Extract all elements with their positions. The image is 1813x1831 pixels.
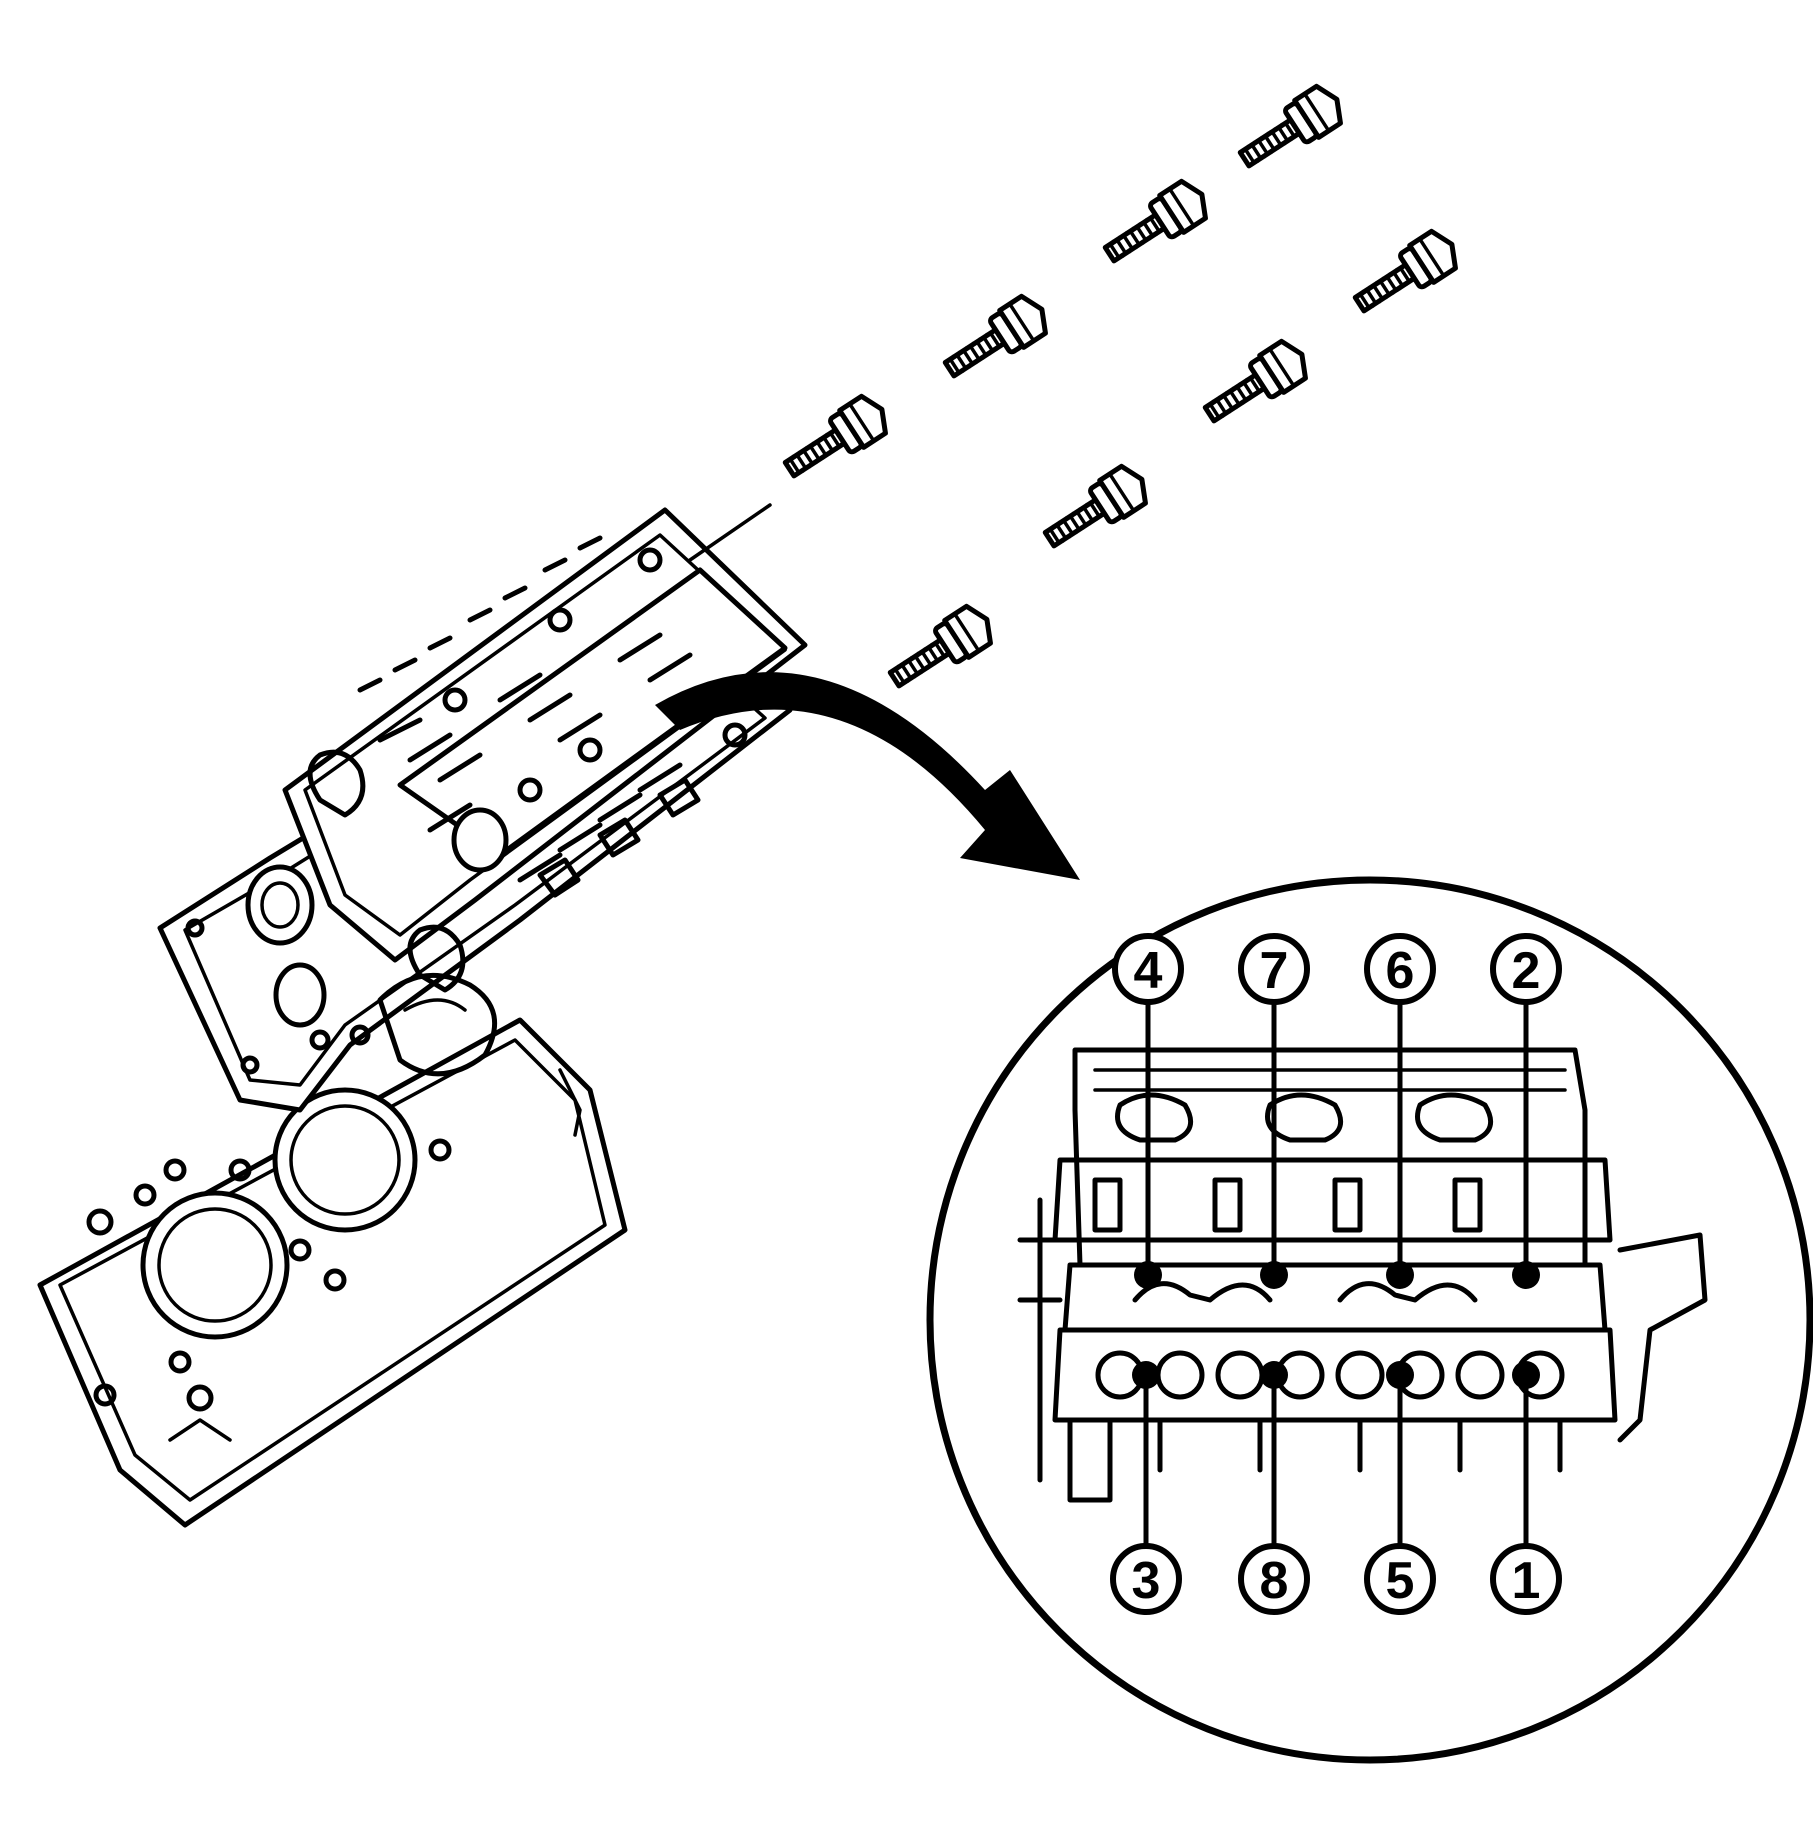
head-gasket <box>37 1017 628 1528</box>
head-bolt-1-1 <box>778 391 894 488</box>
head-bolt-2-1 <box>883 601 999 698</box>
callout-bottom-3: 5 <box>1364 1543 1436 1615</box>
callout-top-1: 4 <box>1112 933 1184 1005</box>
curved-arrow-icon <box>655 672 1080 880</box>
callout-bottom-4: 1 <box>1490 1543 1562 1615</box>
callout-number: 5 <box>1386 1552 1415 1610</box>
head-bolt-2-3 <box>1198 336 1314 433</box>
detail-engine-illustration <box>1017 1047 1708 1503</box>
head-bolt-1-3 <box>1098 176 1214 273</box>
callout-top-4: 2 <box>1490 933 1562 1005</box>
head-bolt-1-4 <box>1233 81 1349 178</box>
callout-bottom-1: 3 <box>1110 1543 1182 1615</box>
bolt-alignment-line <box>688 503 772 562</box>
camshaft-carrier <box>282 507 808 993</box>
detail-circle <box>926 876 1813 1764</box>
callout-top-2: 7 <box>1238 933 1310 1005</box>
callout-number: 2 <box>1512 942 1541 1000</box>
bolt-sequence-callouts: 4 7 6 2 3 8 5 <box>1110 933 1562 1615</box>
sequence-leader-lines <box>1132 999 1540 1549</box>
callout-bottom-2: 8 <box>1238 1543 1310 1615</box>
head-bolt-1-2 <box>938 291 1054 388</box>
callout-top-3: 6 <box>1364 933 1436 1005</box>
detail-view: 4 7 6 2 3 8 5 <box>926 876 1813 1764</box>
callout-number: 6 <box>1386 942 1415 1000</box>
callout-number: 8 <box>1260 1552 1289 1610</box>
callout-number: 1 <box>1512 1552 1541 1610</box>
head-bolt-2-4 <box>1348 226 1464 323</box>
head-bolts <box>688 0 1464 698</box>
cylinder-head-assembly <box>37 507 808 1528</box>
callout-number: 3 <box>1132 1552 1161 1610</box>
callout-number: 4 <box>1134 942 1163 1000</box>
callout-number: 7 <box>1260 942 1289 1000</box>
head-bolt-2-2 <box>1038 461 1154 558</box>
